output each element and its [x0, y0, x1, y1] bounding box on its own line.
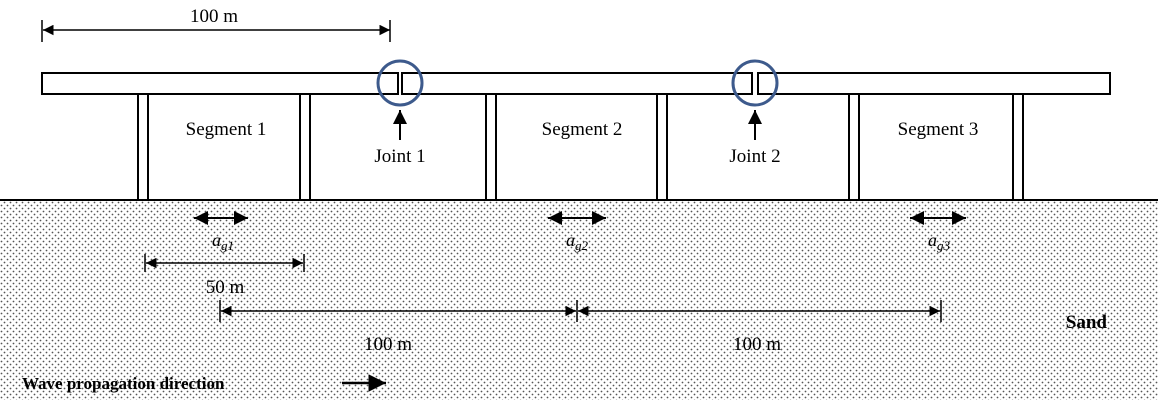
pier-5 — [848, 93, 860, 201]
pier-6 — [1012, 93, 1024, 201]
segment-1-label: Segment 1 — [186, 119, 267, 140]
deck-segment-2 — [401, 72, 753, 95]
joint-2-label: Joint 2 — [729, 146, 780, 167]
pier-span-dimension-label: 50 m — [206, 277, 245, 298]
pier-1 — [137, 93, 149, 201]
spacing-1-label: 100 m — [364, 334, 412, 355]
segment-3-label: Segment 3 — [898, 119, 979, 140]
wave-direction-label: Wave propagation direction — [22, 374, 225, 393]
joint-1-circle — [376, 59, 424, 107]
spacing-2-label: 100 m — [733, 334, 781, 355]
pier-4 — [656, 93, 668, 201]
deck-segment-1 — [41, 72, 399, 95]
accel-2-label: ag2 — [566, 230, 589, 253]
sand-label: Sand — [1066, 312, 1108, 333]
pier-2 — [299, 93, 311, 201]
top-dimension-label: 100 m — [190, 6, 238, 27]
deck-segment-3 — [757, 72, 1111, 95]
pier-3 — [485, 93, 497, 201]
accel-1-label: ag1 — [212, 230, 234, 253]
joint-2-circle — [731, 59, 779, 107]
sand-ground — [0, 200, 1158, 400]
segment-2-label: Segment 2 — [542, 119, 623, 140]
accel-3-label: ag3 — [928, 230, 951, 253]
piers — [137, 93, 1024, 201]
joint-1-label: Joint 1 — [374, 146, 425, 167]
